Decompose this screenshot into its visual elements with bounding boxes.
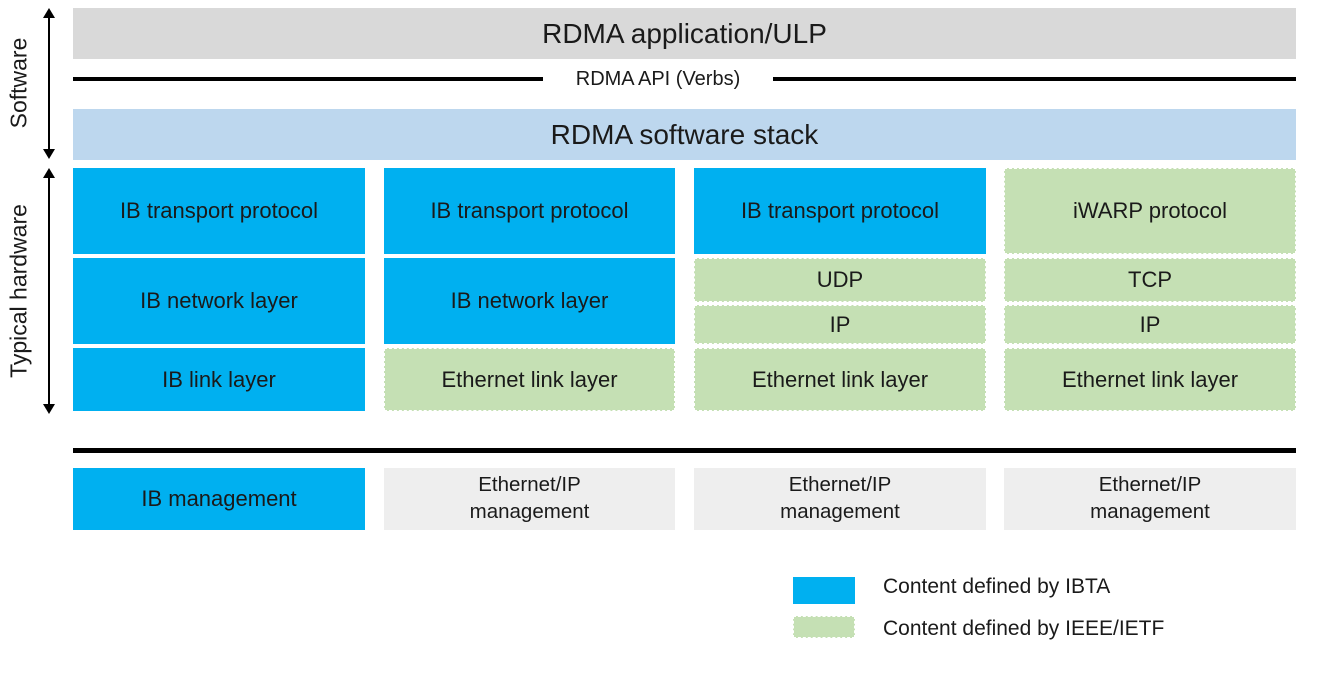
- col3-link-layer: Ethernet link layer: [694, 348, 986, 411]
- col1-network-layer: IB network layer: [73, 258, 365, 344]
- software-arrow-down-icon: [43, 149, 55, 159]
- col2-network-layer: IB network layer: [384, 258, 675, 344]
- legend: Content defined by IBTA Content defined …: [793, 573, 1273, 653]
- software-axis: Software: [0, 8, 60, 159]
- software-arrow-up-icon: [43, 8, 55, 18]
- col4-link-layer: Ethernet link layer: [1004, 348, 1296, 411]
- software-label: Software: [5, 37, 32, 129]
- col2-management: Ethernet/IP management: [384, 468, 675, 530]
- api-rule-left: [73, 77, 543, 81]
- hardware-axis: Typical hardware: [0, 168, 60, 414]
- api-rule-right: [773, 77, 1296, 81]
- col2-link-layer: Ethernet link layer: [384, 348, 675, 411]
- legend-ibta-swatch: [793, 577, 855, 604]
- legend-ibta-label: Content defined by IBTA: [883, 575, 1111, 598]
- hardware-arrow-down-icon: [43, 404, 55, 414]
- rdma-api-label: RDMA API (Verbs): [575, 67, 741, 90]
- col3-udp-layer: UDP: [694, 258, 986, 302]
- legend-ieee-label: Content defined by IEEE/IETF: [883, 617, 1165, 640]
- hardware-label: Typical hardware: [5, 204, 32, 378]
- software-arrow-line: [48, 14, 50, 154]
- rdma-application-layer: RDMA application/ULP: [73, 8, 1296, 59]
- col4-tcp-layer: TCP: [1004, 258, 1296, 302]
- col4-management: Ethernet/IP management: [1004, 468, 1296, 530]
- col3-transport-layer: IB transport protocol: [694, 168, 986, 254]
- col1-transport-layer: IB transport protocol: [73, 168, 365, 254]
- col4-ip-layer: IP: [1004, 305, 1296, 344]
- management-divider: [73, 448, 1296, 453]
- col3-management: Ethernet/IP management: [694, 468, 986, 530]
- hardware-arrow-line: [48, 174, 50, 408]
- col2-transport-layer: IB transport protocol: [384, 168, 675, 254]
- hardware-arrow-up-icon: [43, 168, 55, 178]
- col3-ip-layer: IP: [694, 305, 986, 344]
- legend-ieee-swatch: [793, 616, 855, 638]
- col1-link-layer: IB link layer: [73, 348, 365, 411]
- col1-management: IB management: [73, 468, 365, 530]
- rdma-software-stack-layer: RDMA software stack: [73, 109, 1296, 160]
- col4-transport-layer: iWARP protocol: [1004, 168, 1296, 254]
